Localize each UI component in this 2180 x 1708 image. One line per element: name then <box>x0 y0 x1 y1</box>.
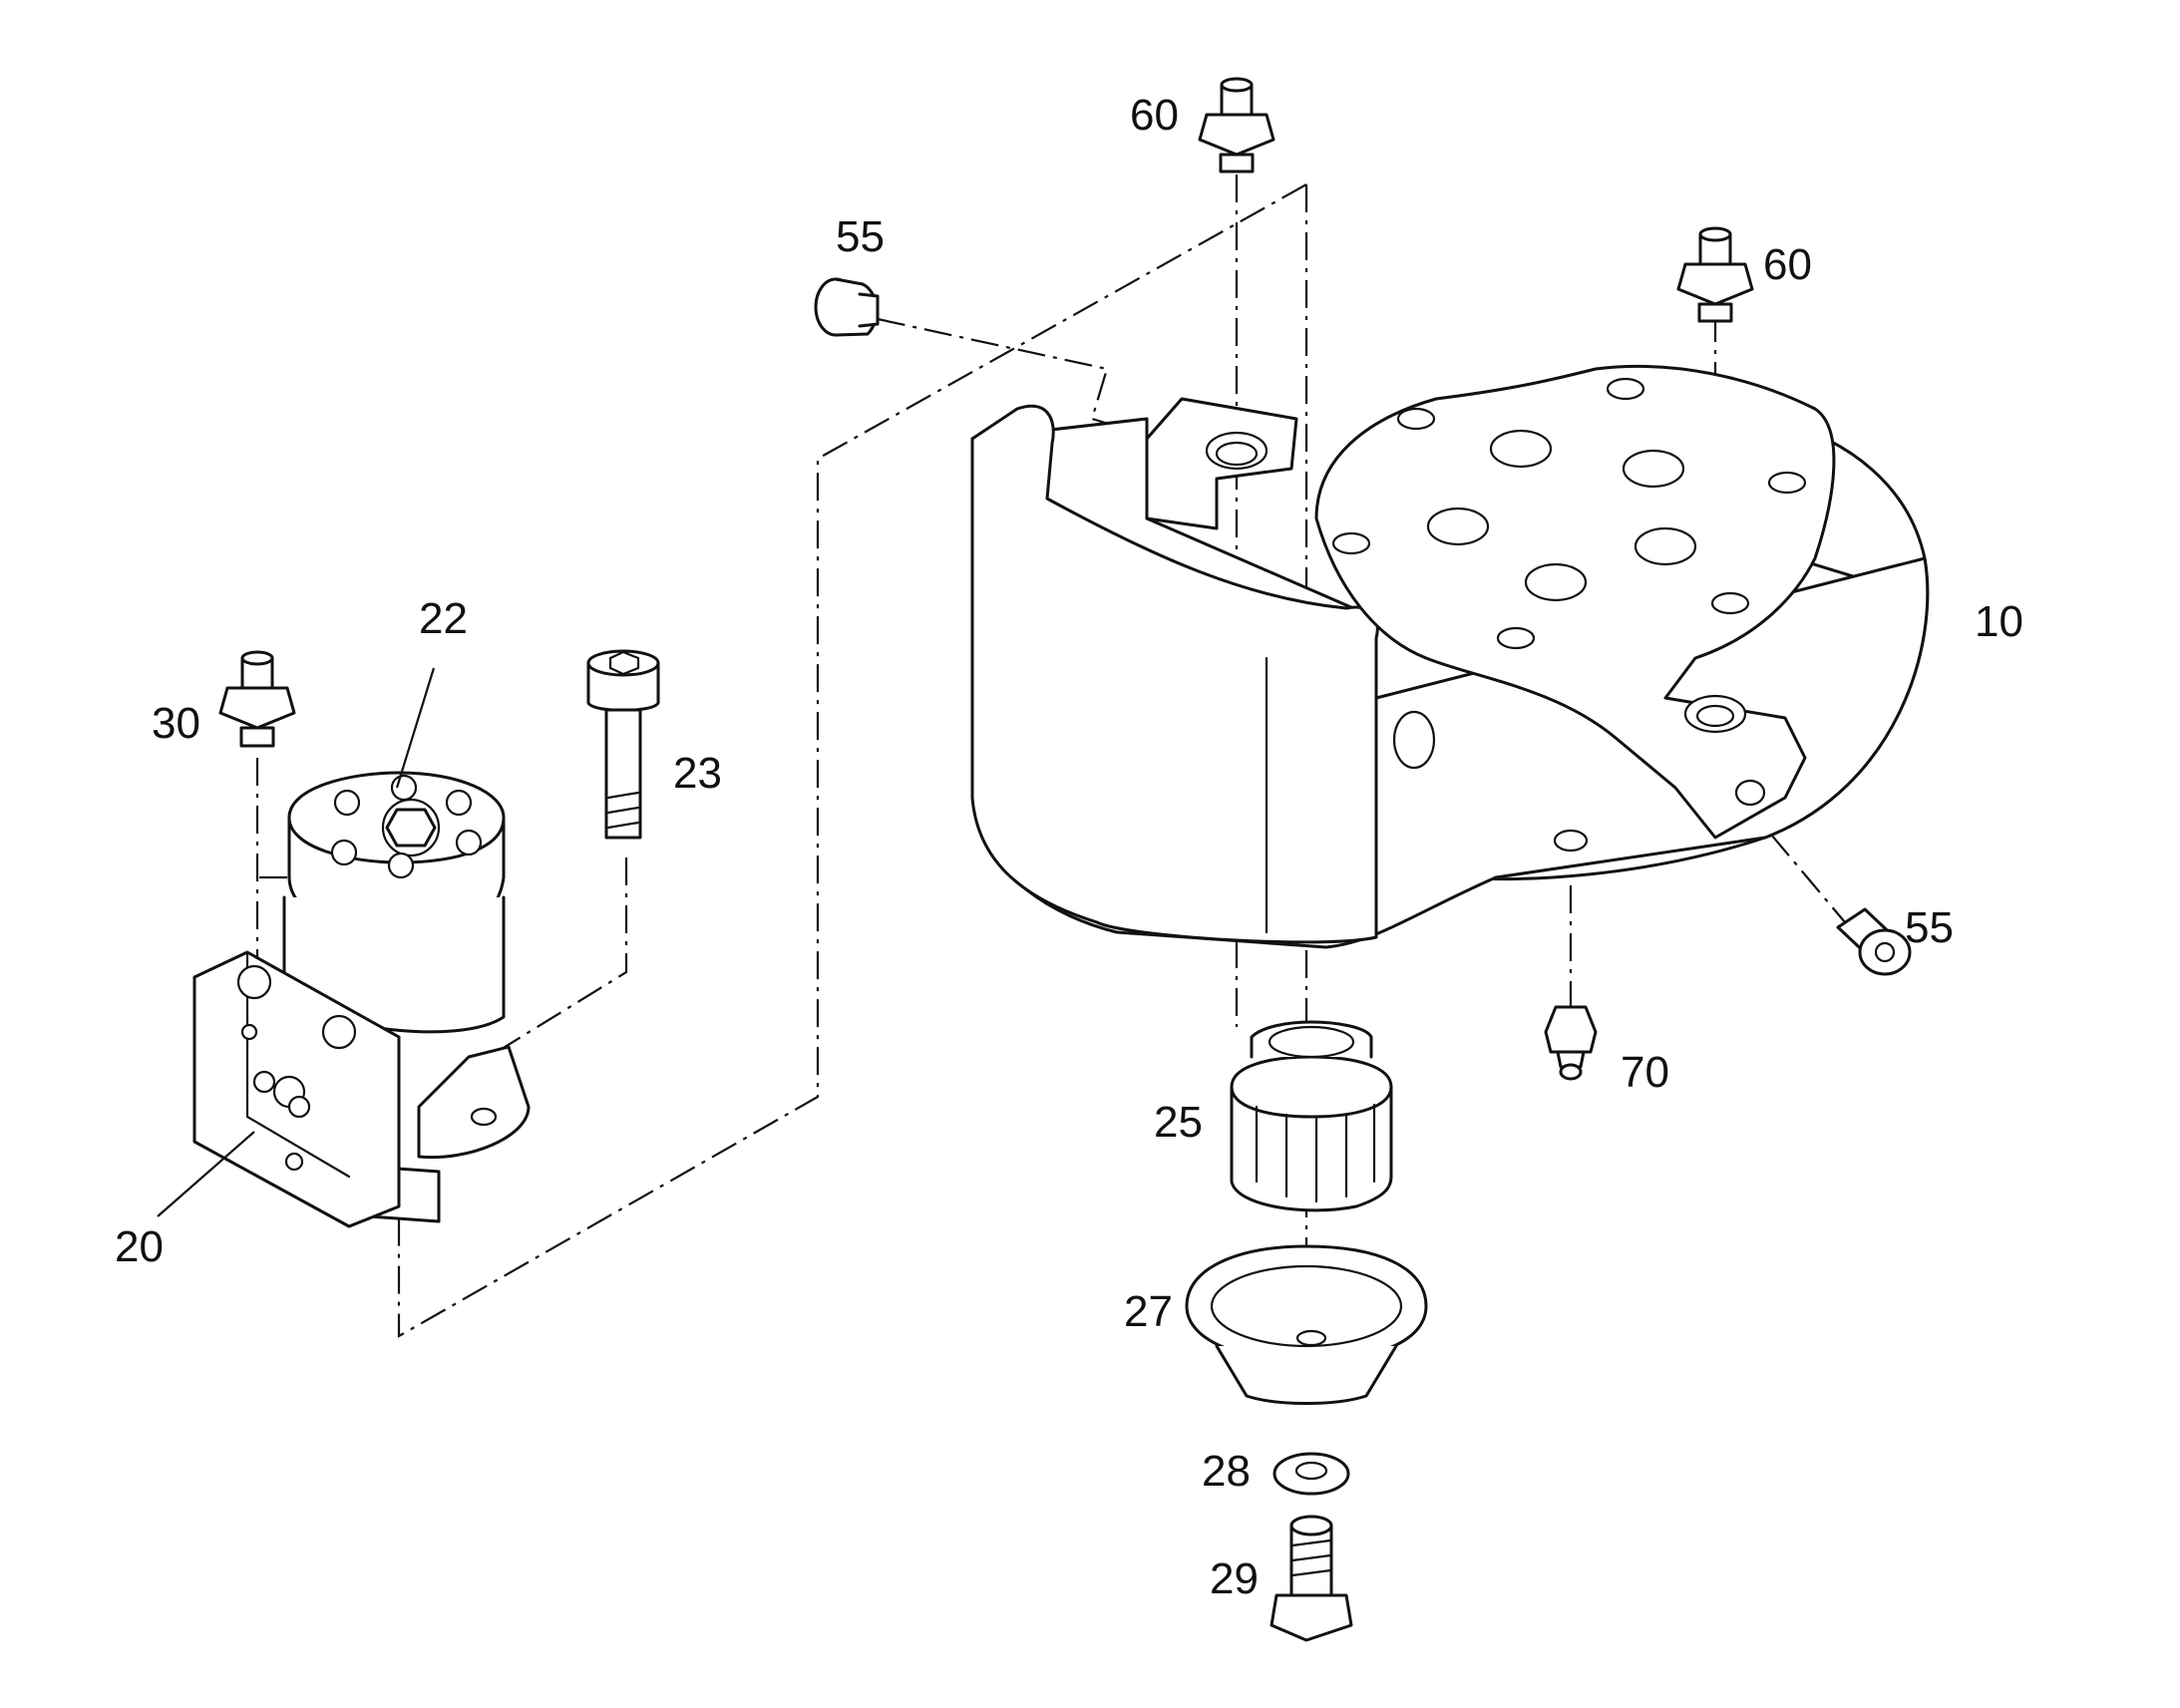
callout-leaders <box>157 667 436 1217</box>
plug-part-55-right <box>1836 907 1912 976</box>
callout-70: 70 <box>1621 1048 1669 1097</box>
callout-29: 29 <box>1210 1554 1259 1603</box>
housing-part-10 <box>970 364 1930 949</box>
callout-27: 27 <box>1124 1287 1173 1336</box>
fitting-part-30 <box>218 650 296 748</box>
cap-part-27 <box>1185 1244 1428 1405</box>
washer-part-28 <box>1272 1452 1350 1496</box>
callout-55-top: 55 <box>836 212 885 261</box>
bolt-part-29 <box>1270 1515 1353 1642</box>
motor-part-20 <box>192 771 531 1228</box>
callout-22: 22 <box>419 594 468 643</box>
gear-part-25 <box>1230 1020 1393 1212</box>
callout-25: 25 <box>1154 1098 1203 1147</box>
callout-23: 23 <box>673 749 722 798</box>
cap-screw-part-23 <box>586 649 660 840</box>
grease-nipple-part-70 <box>1544 1005 1598 1081</box>
callout-labels: 10 20 22 23 25 27 28 29 30 55 55 60 60 7… <box>115 91 2023 1603</box>
callout-60-right: 60 <box>1763 240 1812 289</box>
callout-10: 10 <box>1975 597 2023 646</box>
callout-20: 20 <box>115 1222 164 1271</box>
callout-60-top: 60 <box>1130 91 1179 140</box>
callout-28: 28 <box>1202 1447 1251 1496</box>
fitting-part-60-top <box>1198 77 1275 173</box>
callout-30: 30 <box>152 699 200 748</box>
callout-55-right: 55 <box>1905 903 1954 952</box>
fitting-part-60-right <box>1676 226 1754 323</box>
plug-part-55-top <box>814 277 880 337</box>
